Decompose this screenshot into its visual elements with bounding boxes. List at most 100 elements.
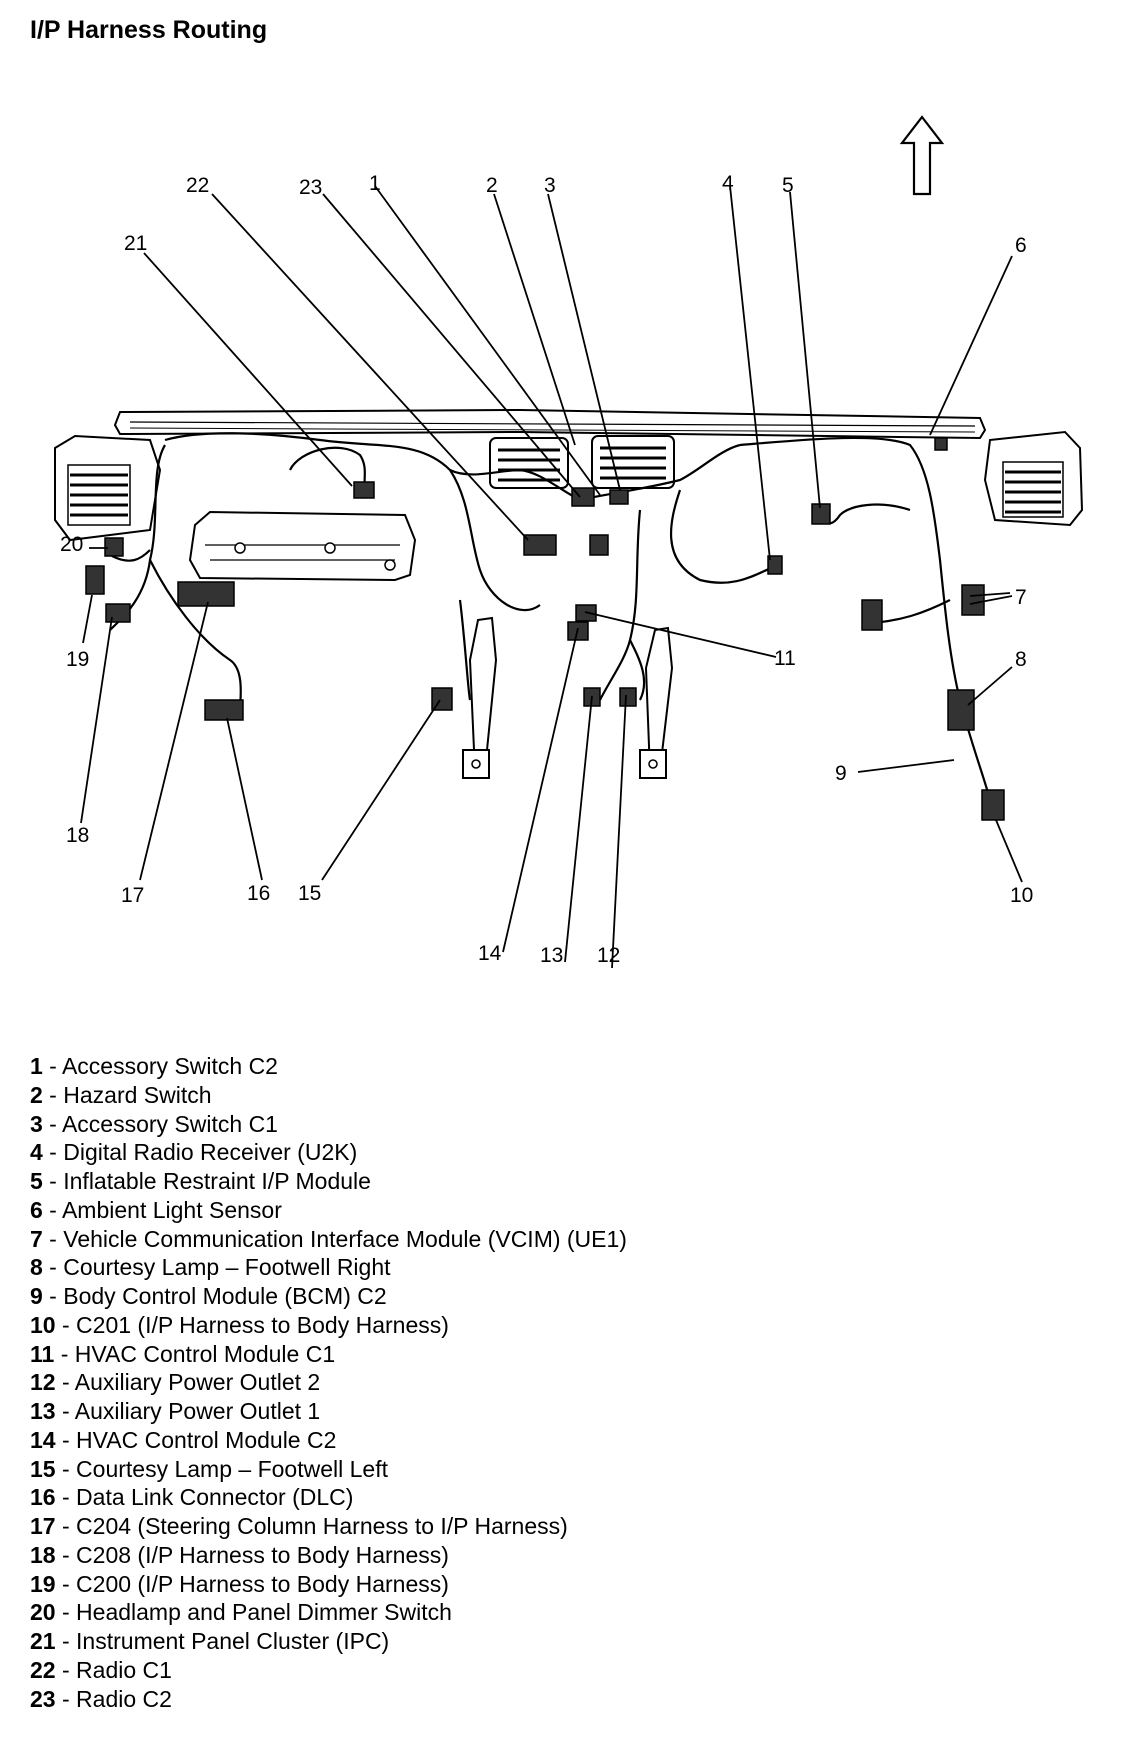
legend-item-separator: - xyxy=(42,1081,64,1108)
legend-item-separator: - xyxy=(42,1168,64,1194)
legend-item-number: 7 xyxy=(30,1225,43,1252)
legend-item-number: 10 xyxy=(30,1311,56,1338)
legend-item-separator: - xyxy=(55,1311,77,1338)
left-outer-vent xyxy=(54,434,162,542)
page-title: I/P Harness Routing xyxy=(30,16,268,44)
legend-item-separator: - xyxy=(42,1283,64,1309)
legend-item: 5 - Inflatable Restraint I/P Module xyxy=(30,1167,627,1196)
legend-item: 1 - Accessory Switch C2 xyxy=(30,1052,627,1081)
legend-item-number: 4 xyxy=(30,1139,43,1166)
callout-label: 17 xyxy=(121,884,144,907)
legend-item-text: Inflatable Restraint I/P Module xyxy=(63,1168,371,1194)
legend-item-text: C201 (I/P Harness to Body Harness) xyxy=(76,1311,449,1338)
legend-item: 14 - HVAC Control Module C2 xyxy=(30,1426,627,1455)
callout-label: 15 xyxy=(298,882,321,905)
legend-item-separator: - xyxy=(55,1656,77,1683)
legend-item: 19 - C200 (I/P Harness to Body Harness) xyxy=(30,1570,627,1599)
legend-item-separator: - xyxy=(42,1139,64,1166)
legend-item-separator: - xyxy=(55,1369,75,1396)
callout-label: 2 xyxy=(486,174,498,197)
legend-item-separator: - xyxy=(55,1513,77,1539)
legend-item-text: C200 (I/P Harness to Body Harness) xyxy=(76,1570,449,1597)
legend-item-number: 5 xyxy=(30,1168,43,1194)
legend-item-text: Body Control Module (BCM) C2 xyxy=(63,1283,387,1309)
callout-label: 8 xyxy=(1015,648,1027,671)
legend-item-text: Auxiliary Power Outlet 2 xyxy=(74,1369,321,1396)
legend-item-number: 19 xyxy=(30,1570,56,1597)
legend-item: 6 - Ambient Light Sensor xyxy=(30,1196,627,1225)
center-support-braces xyxy=(462,616,674,779)
leader-lines xyxy=(80,185,1023,969)
legend-item: 21 - Instrument Panel Cluster (IPC) xyxy=(30,1627,627,1656)
legend-item-text: Vehicle Communication Interface Module (… xyxy=(63,1225,627,1252)
legend-item-text: Accessory Switch C2 xyxy=(61,1053,278,1079)
legend-item-text: Instrument Panel Cluster (IPC) xyxy=(76,1628,390,1654)
legend-item: 17 - C204 (Steering Column Harness to I/… xyxy=(30,1512,627,1541)
legend-item-text: Digital Radio Receiver (U2K) xyxy=(63,1139,358,1166)
legend-item-text: Data Link Connector (DLC) xyxy=(76,1484,354,1511)
legend-item-separator: - xyxy=(55,1685,77,1712)
callout-label: 22 xyxy=(186,174,209,197)
legend-item-number: 22 xyxy=(30,1656,56,1683)
legend-item-text: Courtesy Lamp – Footwell Right xyxy=(63,1254,391,1281)
forward-arrow-icon xyxy=(899,115,945,196)
legend-item-number: 13 xyxy=(30,1398,56,1424)
legend-item-number: 15 xyxy=(30,1455,56,1482)
harness-routing-diagram: 22 23 1 2 3 4 5 21 6 7 8 9 11 20 19 18 1… xyxy=(54,115,1084,969)
legend-item-text: Radio C2 xyxy=(76,1685,172,1712)
callout-label: 11 xyxy=(774,647,796,670)
legend-item: 3 - Accessory Switch C1 xyxy=(30,1110,627,1139)
legend-item-text: HVAC Control Module C2 xyxy=(76,1426,337,1453)
callout-labels: 22 23 1 2 3 4 5 21 6 7 8 9 11 20 19 18 1… xyxy=(60,172,1033,967)
callout-label: 21 xyxy=(124,232,147,255)
legend-item-text: Ambient Light Sensor xyxy=(61,1196,282,1223)
callout-label: 20 xyxy=(60,533,83,556)
legend-item-separator: - xyxy=(42,1254,64,1281)
legend-item-text: C204 (Steering Column Harness to I/P Har… xyxy=(76,1513,568,1539)
legend-item-text: Auxiliary Power Outlet 1 xyxy=(74,1398,321,1424)
legend-item-number: 6 xyxy=(30,1196,43,1223)
legend-item: 9 - Body Control Module (BCM) C2 xyxy=(30,1282,627,1311)
legend-item: 12 - Auxiliary Power Outlet 2 xyxy=(30,1368,627,1397)
connectors xyxy=(85,437,1005,821)
legend-item: 18 - C208 (I/P Harness to Body Harness) xyxy=(30,1541,627,1570)
legend-item: 15 - Courtesy Lamp – Footwell Left xyxy=(30,1455,627,1484)
legend-item-separator: - xyxy=(55,1484,77,1511)
legend-item-text: HVAC Control Module C1 xyxy=(74,1340,336,1367)
callout-label: 19 xyxy=(66,648,89,671)
callout-label: 1 xyxy=(369,172,381,195)
legend-item: 8 - Courtesy Lamp – Footwell Right xyxy=(30,1253,627,1282)
legend-item-separator: - xyxy=(54,1340,75,1367)
legend-item-number: 11 xyxy=(30,1340,55,1367)
legend-item-separator: - xyxy=(55,1398,75,1424)
callout-label: 14 xyxy=(478,942,502,965)
legend-item-separator: - xyxy=(55,1541,77,1568)
legend-item-number: 23 xyxy=(30,1685,56,1712)
legend-item-text: Courtesy Lamp – Footwell Left xyxy=(76,1455,388,1482)
legend-item: 16 - Data Link Connector (DLC) xyxy=(30,1483,627,1512)
legend-item-number: 9 xyxy=(30,1283,43,1309)
legend-item: 20 - Headlamp and Panel Dimmer Switch xyxy=(30,1598,627,1627)
callout-label: 3 xyxy=(544,174,556,197)
legend-item-separator: - xyxy=(55,1426,77,1453)
legend-item-number: 18 xyxy=(30,1541,56,1568)
legend-item: 11 - HVAC Control Module C1 xyxy=(30,1340,627,1369)
callout-label: 4 xyxy=(722,172,734,195)
legend-item-number: 20 xyxy=(30,1599,56,1626)
legend-item-number: 12 xyxy=(30,1369,56,1396)
legend-item-separator: - xyxy=(55,1599,77,1626)
legend-item: 4 - Digital Radio Receiver (U2K) xyxy=(30,1138,627,1167)
legend-item: 22 - Radio C1 xyxy=(30,1656,627,1685)
legend-item-separator: - xyxy=(42,1110,62,1137)
legend-item: 2 - Hazard Switch xyxy=(30,1081,627,1110)
callout-label: 7 xyxy=(1015,586,1027,609)
legend-item-number: 17 xyxy=(30,1513,56,1539)
callout-label: 23 xyxy=(299,176,322,199)
callout-label: 12 xyxy=(597,944,620,967)
legend-item-separator: - xyxy=(42,1225,64,1252)
legend-item-separator: - xyxy=(42,1196,62,1223)
legend-item-text: C208 (I/P Harness to Body Harness) xyxy=(76,1541,449,1568)
legend-item-separator: - xyxy=(55,1570,77,1597)
legend-item-number: 8 xyxy=(30,1254,43,1281)
